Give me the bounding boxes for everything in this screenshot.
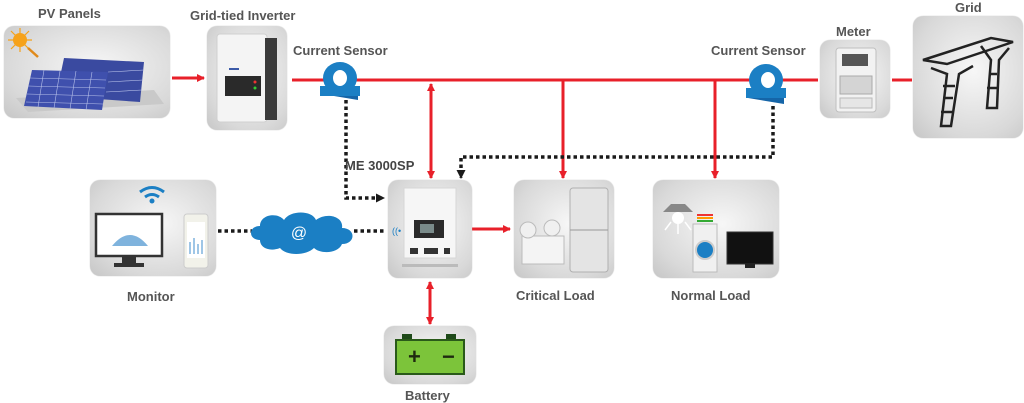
monitor-label: Monitor — [127, 289, 175, 304]
meter-node — [820, 40, 890, 118]
power-tower-icon — [922, 36, 1014, 128]
current-sensor-right-label: Current Sensor — [711, 43, 806, 58]
wifi-icon — [139, 186, 165, 199]
current-sensor-left-icon — [320, 62, 360, 100]
normal-load-appliances-icon — [663, 204, 774, 273]
pv-panels-label: PV Panels — [38, 6, 101, 21]
grid-node — [913, 16, 1023, 138]
critical-load-node — [514, 180, 614, 278]
battery-label: Battery — [405, 388, 450, 403]
signal-line-left-sensor — [344, 100, 385, 203]
monitor-node — [90, 180, 216, 276]
grid-tied-inverter-node — [207, 26, 287, 130]
monitor-devices-icon — [94, 186, 209, 269]
signal-line-right-sensor — [456, 106, 775, 179]
critical-load-appliances-icon — [519, 187, 609, 273]
cloud-at-symbol: @ — [291, 225, 307, 242]
battery-minus: − — [442, 344, 455, 369]
me3000sp-label: ME 3000SP — [345, 158, 415, 173]
critical-load-label: Critical Load — [516, 288, 595, 303]
grid-label: Grid — [955, 0, 982, 15]
meter-label: Meter — [836, 24, 871, 39]
battery-plus: + — [408, 344, 421, 369]
solar-panel-icon — [8, 28, 164, 112]
pv-panels-node — [4, 26, 170, 118]
svg-text:((•: ((• — [392, 226, 401, 236]
grid-tied-inverter-label: Grid-tied Inverter — [190, 8, 296, 23]
hybrid-inverter-icon: ((• — [392, 187, 458, 267]
electric-meter-icon — [835, 47, 877, 113]
current-sensor-right-icon — [746, 64, 786, 104]
normal-load-label: Normal Load — [671, 288, 751, 303]
battery-node: + − — [384, 326, 476, 384]
current-sensor-left-label: Current Sensor — [293, 43, 388, 58]
normal-load-node — [653, 180, 779, 278]
me3000sp-node: ((• — [388, 180, 472, 278]
battery-icon: + − — [395, 334, 465, 375]
inverter-icon — [216, 33, 277, 123]
cloud-internet-icon: @ — [251, 212, 353, 254]
